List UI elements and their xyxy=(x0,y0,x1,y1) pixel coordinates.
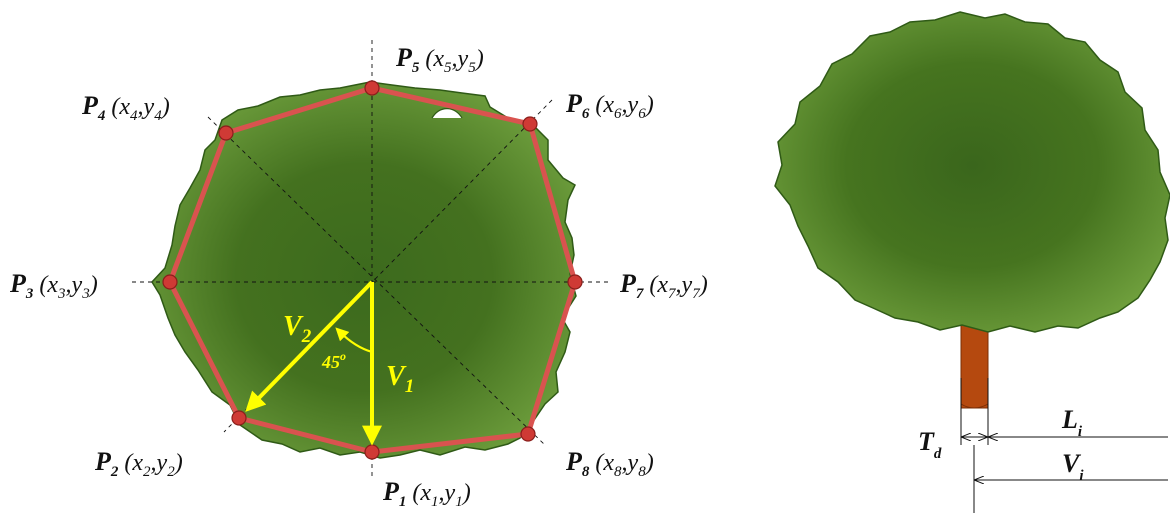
vertex-p6 xyxy=(522,116,538,132)
side-view-tree-figure: Td Li Vi xyxy=(774,11,1170,513)
tree-crown-shape xyxy=(774,11,1170,333)
vector-v1-label: V1 xyxy=(386,361,414,397)
total-length-label: Vi xyxy=(1062,449,1084,484)
point-label-p2: P2(x2,y2) xyxy=(94,447,183,480)
canopy-notch xyxy=(431,108,463,119)
trunk-diameter-label: Td xyxy=(918,427,942,462)
vector-v2-arrow xyxy=(245,280,374,412)
vectors xyxy=(245,280,382,446)
canopy-top-view-shape xyxy=(151,81,577,459)
diagonal-axis-p4-p8 xyxy=(207,116,547,447)
vector-v2-label: V2 xyxy=(283,311,312,347)
top-view-canopy-figure: V2 V1 45o P1(x1,y1) P2(x2,y2) P3(x3,y3) … xyxy=(9,40,708,510)
point-label-p5: P5(x5,y5) xyxy=(395,43,484,76)
vertex-p7 xyxy=(567,274,583,290)
dimension-lines xyxy=(960,378,1168,513)
point-label-p1: P1(x1,y1) xyxy=(382,477,471,510)
point-label-p6: P6(x6,y6) xyxy=(565,89,654,122)
vertex-p2 xyxy=(231,410,247,426)
vertex-p3 xyxy=(162,274,178,290)
vertex-p5 xyxy=(364,80,380,96)
crown-length-label: Li xyxy=(1061,405,1083,440)
diagonal-axis-p6-p2 xyxy=(223,99,553,433)
point-label-p4: P4(x4,y4) xyxy=(81,91,170,124)
vertex-p8 xyxy=(520,426,536,442)
vertex-p4 xyxy=(218,125,234,141)
angle-arc xyxy=(335,327,373,354)
trunk-base xyxy=(960,403,989,409)
point-label-p8: P8(x8,y8) xyxy=(565,447,654,480)
vertex-p1 xyxy=(364,444,380,460)
point-label-p3: P3(x3,y3) xyxy=(9,269,98,302)
angle-label: 45o xyxy=(321,349,346,372)
point-label-p7: P7(x7,y7) xyxy=(619,269,708,302)
